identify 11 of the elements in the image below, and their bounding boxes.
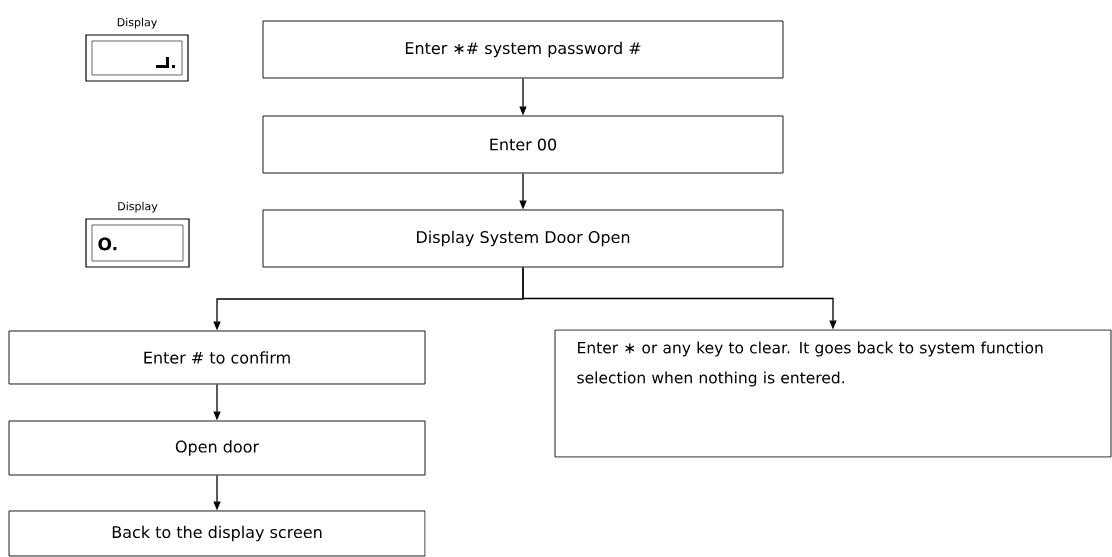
process-box: Back to the display screen <box>8 510 426 557</box>
process-box: Enter 00 <box>262 115 784 174</box>
process-box: Enter ∗ or any key to clear. It goes back to system function selection when nothing is entered. <box>554 329 1112 458</box>
node-label: Display <box>117 17 157 29</box>
process-box: Open door <box>8 420 426 476</box>
node-label: Display <box>118 201 158 213</box>
process-box: Enter ∗# system password # <box>262 20 784 79</box>
process-box: Display System Door Open <box>262 209 784 268</box>
display-panel: Display <box>85 17 189 82</box>
process-box: Enter # to confirm <box>8 330 426 385</box>
display-panel: Display O. <box>85 201 190 268</box>
